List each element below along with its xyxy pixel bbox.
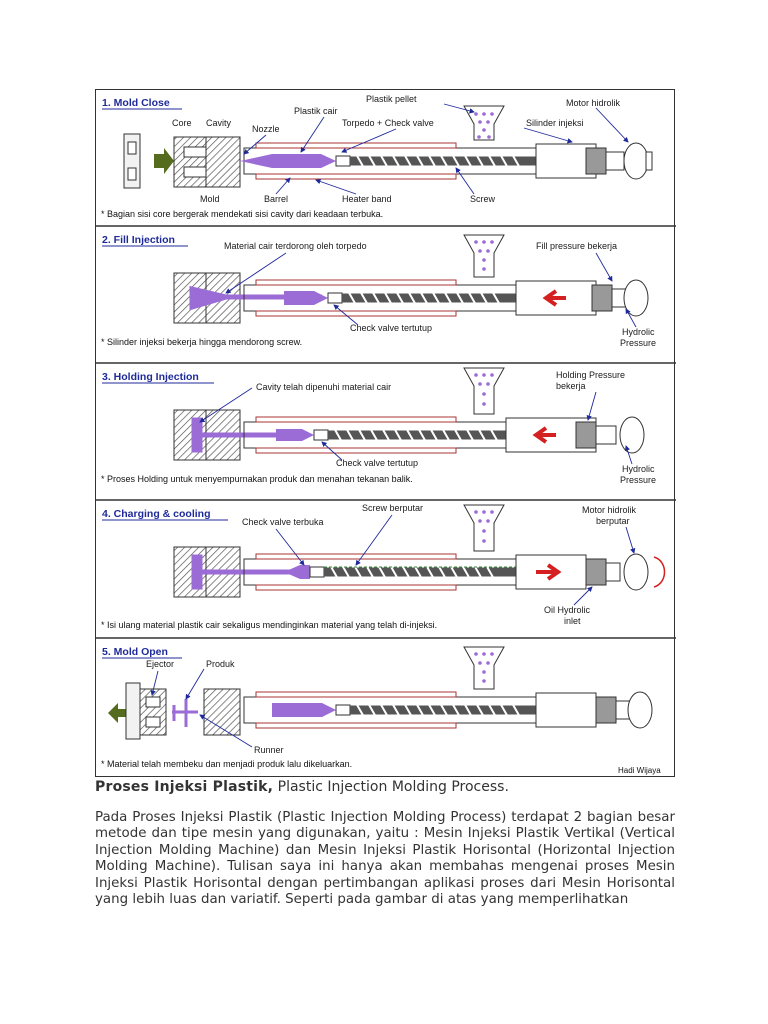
core-half xyxy=(173,136,207,188)
label-runner: Runner xyxy=(254,745,284,755)
label-pressure: Pressure xyxy=(620,338,656,348)
panel-note: * Proses Holding untuk menyempurnakan pr… xyxy=(101,474,413,484)
panel-4: 4. Charging & cooling Check valve terbuk… xyxy=(101,503,666,630)
panel-note: * Silinder injeksi bekerja hingga mendor… xyxy=(101,337,302,347)
label-hydrolic: Hydrolic xyxy=(622,327,655,337)
label-mold: Mold xyxy=(200,194,220,204)
label-silinder-injeksi: Silinder injeksi xyxy=(526,118,584,128)
label-check-valve: Check valve tertutup xyxy=(336,458,418,468)
pressure-arrow xyxy=(532,426,556,444)
label-cavity-dipenuhi: Cavity telah dipenuhi material cair xyxy=(256,382,391,392)
panel-3: 3. Holding Injection Cavity telah dipenu… xyxy=(101,367,656,485)
label-holding-pressure: Holding Pressure xyxy=(556,370,625,380)
label-fill-pressure: Fill pressure bekerja xyxy=(536,241,617,251)
figure-caption: Proses Injeksi Plastik, Plastic Injectio… xyxy=(95,779,675,795)
label-barrel: Barrel xyxy=(264,194,288,204)
caption-bold: Proses Injeksi Plastik, xyxy=(95,779,274,795)
panel-note: * Isi ulang material plastik cair sekali… xyxy=(101,620,437,630)
mold-open-arrow xyxy=(108,703,126,723)
label-oil-hydrolic: Oil Hydrolic xyxy=(544,605,591,615)
label-check-valve-terbuka: Check valve terbuka xyxy=(242,517,324,527)
rotation-arrow xyxy=(653,556,666,588)
label-nozzle: Nozzle xyxy=(252,124,280,134)
label-screw: Screw xyxy=(470,194,496,204)
panel-title: 3. Holding Injection xyxy=(102,371,199,383)
panel-title: 4. Charging & cooling xyxy=(102,508,211,520)
panel-1: 1. Mold Close Core Cavity Nozzle P xyxy=(101,94,653,219)
label-pressure: Pressure xyxy=(620,475,656,485)
panel-title: 5. Mold Open xyxy=(102,646,168,658)
label-plastik-cair: Plastik cair xyxy=(294,106,338,116)
label-cavity: Cavity xyxy=(206,118,232,128)
panel-5: 5. Mold Open Ejector Produk Runner * Mat… xyxy=(101,646,661,775)
label-torpedo: Torpedo + Check valve xyxy=(342,118,434,128)
panel-note: * Bagian sisi core bergerak mendekati si… xyxy=(101,209,383,219)
label-inlet: inlet xyxy=(564,616,581,626)
label-hydrolic: Hydrolic xyxy=(622,464,655,474)
molten-plastic xyxy=(240,154,336,168)
credit: Hadi Wijaya xyxy=(618,766,661,775)
injection-molding-figure: 1. Mold Close Core Cavity Nozzle P xyxy=(95,89,676,777)
ejected-product xyxy=(172,699,198,727)
label-motor-hidrolik: Motor hidrolik xyxy=(582,505,637,515)
label-plastik-pellet: Plastik pellet xyxy=(366,94,417,104)
panel-title: 1. Mold Close xyxy=(102,97,170,109)
hydraulic-motor xyxy=(623,142,649,180)
label-ejector: Ejector xyxy=(146,659,174,669)
label-heater-band: Heater band xyxy=(342,194,392,204)
pressure-arrow xyxy=(542,289,566,307)
molten-plastic xyxy=(191,554,296,590)
label-screw-berputar: Screw berputar xyxy=(362,503,423,513)
label-check-valve: Check valve tertutup xyxy=(350,323,432,333)
label-core: Core xyxy=(172,118,192,128)
body-paragraph: Pada Proses Injeksi Plastik (Plastic Inj… xyxy=(95,810,675,908)
label-berputar: berputar xyxy=(596,516,630,526)
panel-note: * Material telah membeku dan menjadi pro… xyxy=(101,759,352,769)
panel-2: 2. Fill Injection Material cair terdoron… xyxy=(101,234,656,348)
mold-move-arrow xyxy=(154,148,174,174)
label-bekerja: bekerja xyxy=(556,381,586,391)
label-material-cair: Material cair terdorong oleh torpedo xyxy=(224,241,367,251)
panel-title: 2. Fill Injection xyxy=(102,234,175,246)
label-motor-hidrolik: Motor hidrolik xyxy=(566,98,621,108)
hopper xyxy=(463,105,505,141)
retract-arrow xyxy=(536,563,562,581)
label-produk: Produk xyxy=(206,659,235,669)
caption-rest: Plastic Injection Molding Process. xyxy=(273,779,509,795)
